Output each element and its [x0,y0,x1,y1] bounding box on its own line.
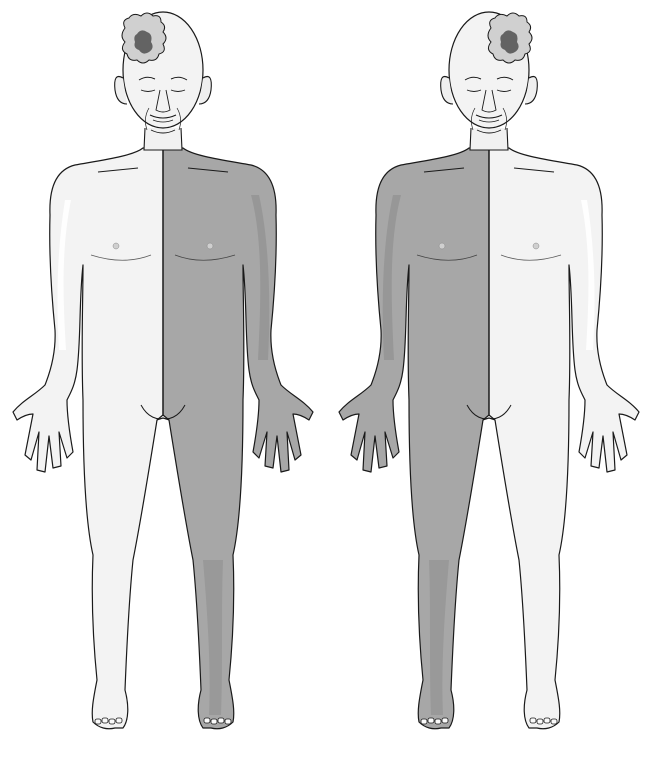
body-half-right [163,148,313,729]
toe-nail [211,719,217,724]
figure-2 [339,12,639,729]
nipple-right [207,243,213,249]
toe-nail [204,718,210,723]
body-half-left [339,148,489,729]
toe-nail [218,718,224,723]
body-half-right [489,148,639,729]
toe-nail [435,719,441,724]
toe-nail [421,719,427,724]
toe-nail [442,718,448,723]
toe-nail [428,718,434,723]
toe-nail [530,718,536,723]
figure-1 [13,12,313,729]
neck [470,128,508,150]
nipple-right [533,243,539,249]
toe-nail [551,719,557,724]
nipple-left [113,243,119,249]
toe-nail [225,719,231,724]
toe-nail [109,719,115,724]
toe-nail [537,719,543,724]
toe-nail [116,718,122,723]
neck [144,128,182,150]
toe-nail [544,718,550,723]
nipple-left [439,243,445,249]
toe-nail [95,719,101,724]
toe-nail [102,718,108,723]
body-half-left [13,148,163,729]
